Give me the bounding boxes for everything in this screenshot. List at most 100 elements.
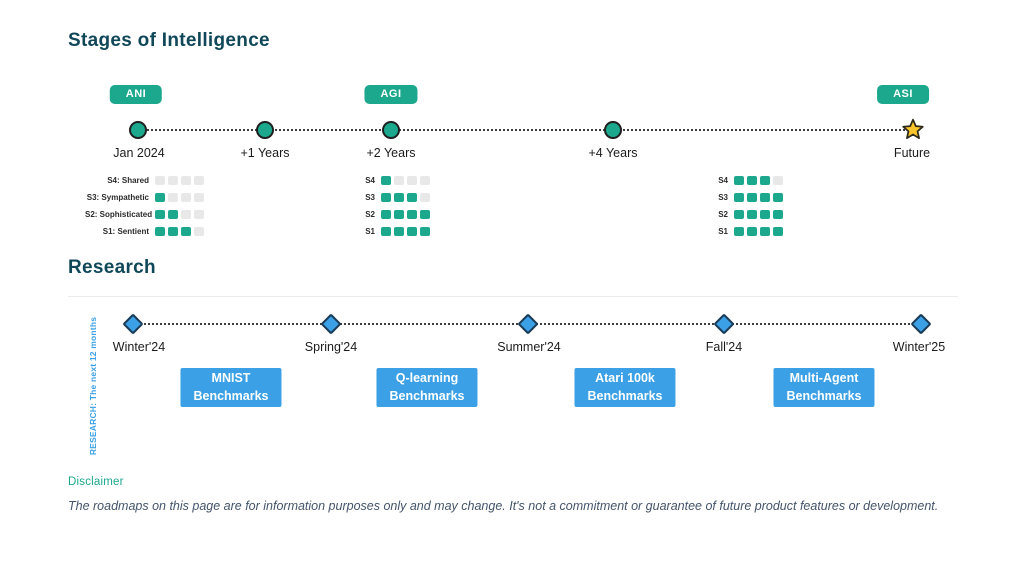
stage-row-label: S3 <box>718 193 728 202</box>
stage-cell-empty <box>407 176 417 185</box>
disclaimer-heading: Disclaimer <box>68 476 124 488</box>
stage-progress-cells <box>734 210 783 219</box>
milestone-diamond-fall-24 <box>713 313 735 335</box>
stage-cell-empty <box>181 176 191 185</box>
stage-progress-cells <box>155 193 204 202</box>
stage-cell-empty <box>168 176 178 185</box>
stage-row-s2: S2 <box>708 210 783 219</box>
stage-row-label: S4 <box>718 176 728 185</box>
stage-cell-filled <box>381 193 391 202</box>
stage-progress-cells <box>381 193 430 202</box>
stage-cell-filled <box>168 227 178 236</box>
stage-cell-filled <box>773 210 783 219</box>
timeline-label-future: Future <box>893 146 931 160</box>
stage-progress-cells <box>734 176 783 185</box>
stage-row-label: S3 <box>365 193 375 202</box>
benchmark-box-q-learning: Q-learning Benchmarks <box>376 368 478 407</box>
stage-progress-cells <box>155 227 204 236</box>
stages-timeline-dotted-line <box>138 129 913 131</box>
timeline-node-plus-1-years <box>256 121 274 139</box>
timeline-node-plus-2-years <box>382 121 400 139</box>
stage-row-s2: S2: Sophisticated <box>85 210 204 219</box>
stage-cell-filled <box>420 227 430 236</box>
benchmark-box-atari-100k: Atari 100k Benchmarks <box>574 368 676 407</box>
stage-row-s1: S1 <box>708 227 783 236</box>
stage-row-s1: S1: Sentient <box>85 227 204 236</box>
stage-row-label: S3: Sympathetic <box>86 193 149 202</box>
stage-cell-filled <box>747 227 757 236</box>
benchmark-line2: Benchmarks <box>193 389 269 403</box>
stage-cell-filled <box>734 193 744 202</box>
future-star-icon <box>900 117 926 143</box>
benchmark-line2: Benchmarks <box>587 389 663 403</box>
stage-row-label: S2 <box>718 210 728 219</box>
stage-grid-jan-2024: S4: Shared S3: Sympathetic S2: Sophistic… <box>85 176 204 236</box>
stage-row-s2: S2 <box>355 210 430 219</box>
stage-cell-filled <box>734 176 744 185</box>
stage-row-label: S4: Shared <box>107 176 149 185</box>
benchmark-line1: Atari 100k <box>595 371 655 385</box>
timeline-label-jan-2024: Jan 2024 <box>113 146 165 160</box>
benchmark-box-mnist: MNIST Benchmarks <box>180 368 282 407</box>
stage-cell-filled <box>773 227 783 236</box>
stage-cell-filled <box>155 210 165 219</box>
stage-cell-filled <box>394 227 404 236</box>
stage-cell-filled <box>734 227 744 236</box>
stage-cell-filled <box>734 210 744 219</box>
stage-row-s1: S1 <box>355 227 430 236</box>
stage-cell-empty <box>420 193 430 202</box>
milestone-diamond-spring-24 <box>320 313 342 335</box>
stage-cell-filled <box>381 227 391 236</box>
timeline-label-plus-1-years: +1 Years <box>240 146 290 160</box>
stage-grid-plus-4-years: S4 S3 S2 S1 <box>708 176 783 236</box>
stage-cell-filled <box>773 193 783 202</box>
stage-cell-filled <box>747 210 757 219</box>
benchmark-line2: Benchmarks <box>786 389 862 403</box>
stage-cell-empty <box>181 210 191 219</box>
stage-cell-filled <box>155 227 165 236</box>
milestone-label-summer-24: Summer'24 <box>497 340 561 354</box>
stage-cell-filled <box>407 210 417 219</box>
benchmark-line1: MNIST <box>211 371 251 385</box>
benchmark-line1: Multi-Agent <box>789 371 859 385</box>
research-divider-line <box>68 296 958 297</box>
stage-cell-empty <box>155 176 165 185</box>
stage-cell-empty <box>194 210 204 219</box>
benchmark-line2: Benchmarks <box>389 389 465 403</box>
stage-grid-plus-2-years: S4 S3 S2 S1 <box>355 176 430 236</box>
badge-asi: ASI <box>877 85 929 104</box>
disclaimer-text: The roadmaps on this page are for inform… <box>68 499 939 513</box>
stage-cell-filled <box>381 210 391 219</box>
stage-cell-filled <box>155 193 165 202</box>
stage-cell-filled <box>760 210 770 219</box>
timeline-label-plus-2-years: +2 Years <box>366 146 416 160</box>
stage-cell-filled <box>407 193 417 202</box>
stage-cell-empty <box>194 176 204 185</box>
stage-progress-cells <box>734 227 783 236</box>
milestone-label-winter-24: Winter'24 <box>112 340 166 354</box>
stage-cell-empty <box>181 193 191 202</box>
benchmark-line1: Q-learning <box>395 371 459 385</box>
stage-progress-cells <box>381 227 430 236</box>
stage-cell-empty <box>194 227 204 236</box>
milestone-diamond-winter-24 <box>122 313 144 335</box>
stage-progress-cells <box>381 176 430 185</box>
research-side-label: RESEARCH: The next 12 months <box>88 316 98 456</box>
stage-cell-filled <box>760 193 770 202</box>
stage-row-label: S1: Sentient <box>102 227 149 236</box>
stage-cell-filled <box>747 193 757 202</box>
milestone-label-winter-25: Winter'25 <box>892 340 946 354</box>
stage-cell-empty <box>194 193 204 202</box>
stage-cell-filled <box>760 227 770 236</box>
timeline-label-plus-4-years: +4 Years <box>588 146 638 160</box>
stage-cell-filled <box>407 227 417 236</box>
research-section-title: Research <box>68 257 156 278</box>
stage-progress-cells <box>381 210 430 219</box>
stage-progress-cells <box>734 193 783 202</box>
stage-row-s4: S4 <box>355 176 430 185</box>
stage-progress-cells <box>155 210 204 219</box>
stage-cell-filled <box>760 176 770 185</box>
stage-row-s4: S4 <box>708 176 783 185</box>
stage-cell-filled <box>394 210 404 219</box>
